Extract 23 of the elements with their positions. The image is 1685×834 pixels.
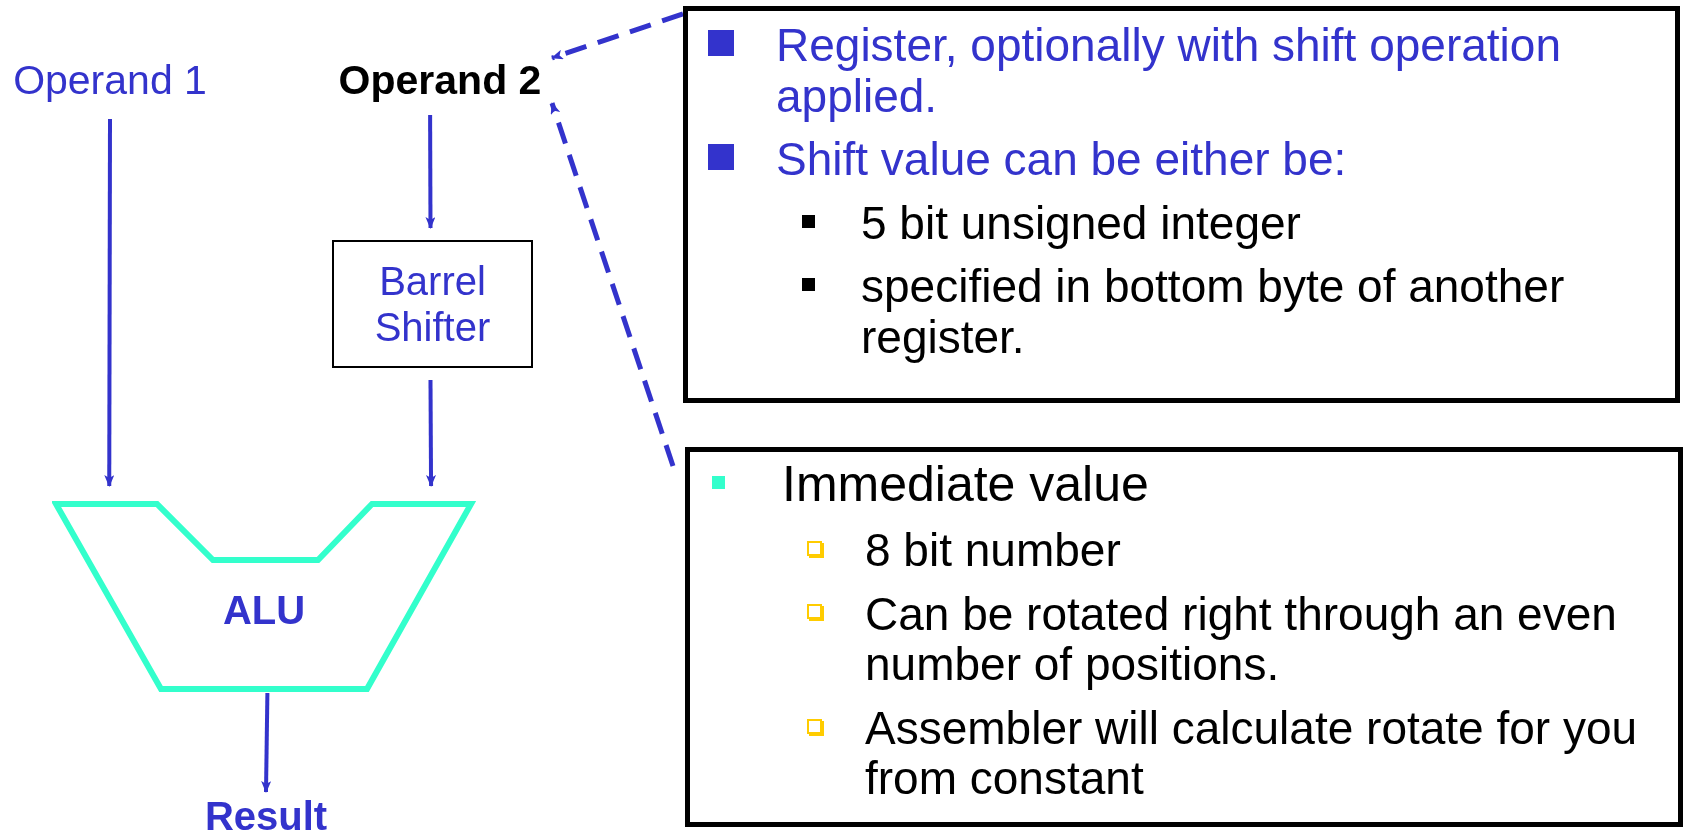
node-label: Barrel Shifter [373, 258, 492, 350]
node-label: ALU [222, 587, 306, 633]
arrow [425, 115, 436, 229]
process-box [332, 240, 533, 368]
dashed-arrow [549, 102, 676, 467]
note-box [685, 447, 1683, 827]
alu-shape [52, 500, 476, 693]
bullet-text: Immediate value [782, 457, 1150, 512]
arrow [104, 119, 115, 487]
bullet-text: 8 bit number [865, 525, 1122, 576]
arrow [426, 380, 436, 487]
bullet-text: Shift value can be either be: [776, 134, 1348, 185]
bullet-text: specified in bottom byte of another register. [861, 261, 1566, 363]
dashed-arrow [551, 11, 684, 61]
result-label: Result [166, 794, 366, 834]
operand-label: Operand 1 [10, 58, 210, 104]
bullet-text: Assembler will calculate rotate for you from constant [865, 702, 1639, 804]
bullet-text: Register, optionally with shift operation applied. [776, 20, 1562, 122]
bullet-text: Can be rotated right through an even number of positions. [865, 588, 1618, 690]
arrow [261, 692, 272, 793]
bullet-text: 5 bit unsigned integer [861, 197, 1302, 249]
operand-label: Operand 2 [330, 58, 550, 104]
note-box [683, 6, 1680, 403]
